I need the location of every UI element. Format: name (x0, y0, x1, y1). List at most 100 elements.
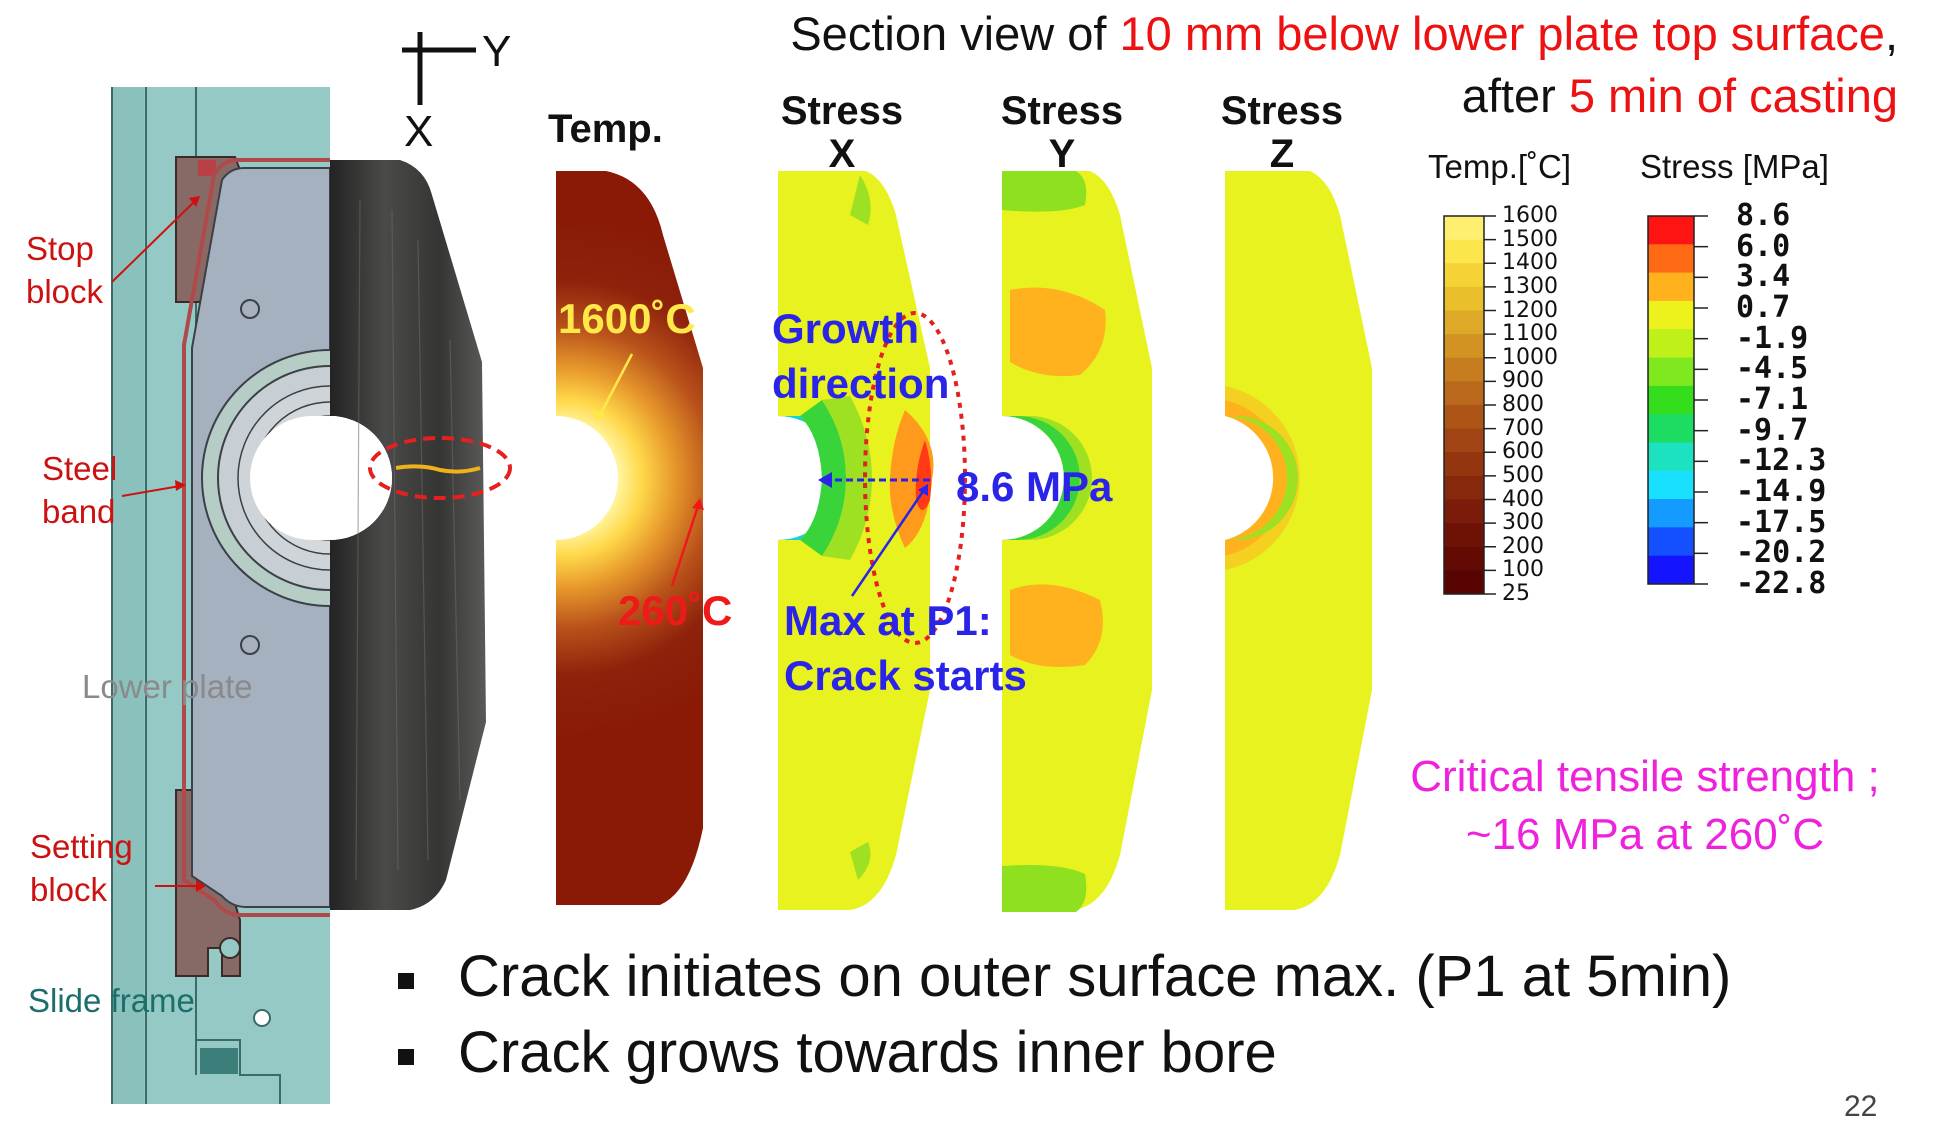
legend-swatch (1444, 286, 1484, 311)
temp-legend-label: 1000 (1502, 344, 1558, 370)
axis-x-label: X (404, 107, 434, 156)
legend-swatch (1444, 546, 1484, 571)
bullet-2: Crack grows towards inner bore (398, 1024, 1277, 1082)
legend-swatch (1444, 428, 1484, 453)
legend-swatch (1444, 357, 1484, 382)
legend-swatch (1648, 244, 1694, 274)
temp-legend-label: 1200 (1502, 297, 1558, 323)
temp-legend-label: 300 (1502, 510, 1544, 536)
legend-swatch (1444, 475, 1484, 500)
header-temp: Temp. (548, 107, 663, 151)
steel-band-label: Steel band (42, 450, 118, 530)
legend-swatch (1444, 523, 1484, 548)
legend-swatch (1648, 414, 1694, 443)
stress-legend-label: -17.5 (1736, 504, 1827, 540)
temp-legend-label: 1400 (1502, 250, 1558, 276)
title-text: Section view of (790, 7, 1120, 60)
stress-legend-label: -14.9 (1736, 474, 1827, 509)
stress-legend-label: -22.8 (1736, 566, 1827, 601)
stress-legend-label: 6.0 (1736, 228, 1791, 264)
temp-legend-label: 1300 (1502, 273, 1558, 299)
legend-swatch (1648, 470, 1694, 500)
stress-z-section (1225, 171, 1372, 910)
setting-block-label: Setting block (30, 828, 133, 908)
temp-legend-label: 500 (1502, 462, 1544, 488)
temp-legend-label: 100 (1502, 557, 1544, 583)
legend-swatch (1648, 385, 1694, 415)
temp-cold-label: 260˚C (618, 587, 733, 634)
growth-direction-label: Growth direction (772, 305, 950, 407)
page-number: 22 (1844, 1090, 1878, 1123)
title-highlight: 10 mm below lower plate top surface (1119, 7, 1885, 60)
critical-note-line-2: ~16 MPa at 260˚C (1465, 810, 1825, 860)
max-stress-value: 8.6 MPa (956, 463, 1113, 510)
header-stress-y: Stress Y (1000, 89, 1124, 177)
legend-swatch (1444, 310, 1484, 335)
legend-swatch (1444, 216, 1484, 241)
lower-plate-photo (330, 160, 486, 910)
temp-legend-label: 1600 (1502, 203, 1558, 228)
title-text-2: after (1461, 69, 1569, 122)
slide-frame-label: Slide frame (28, 982, 195, 1019)
stress-legend-title: Stress [MPa] (1640, 148, 1829, 185)
max-stress-label: Max at P1: Crack starts (784, 597, 1027, 699)
stress-legend-label: -7.1 (1736, 382, 1809, 417)
temp-legend-label: 1100 (1502, 321, 1558, 347)
legend-swatch (1648, 499, 1694, 528)
title-punct: , (1884, 7, 1898, 60)
legend-swatch (1444, 499, 1484, 524)
temp-legend-label: 25 (1502, 581, 1530, 606)
temp-legend-label: 1500 (1502, 226, 1558, 252)
legend-swatch (1648, 272, 1694, 302)
legend-swatch (1444, 405, 1484, 430)
stress-y-section (1002, 171, 1152, 910)
legend-swatch (1444, 239, 1484, 264)
legend-swatch (1444, 381, 1484, 406)
title-line-2: after 5 min of casting (1462, 72, 1898, 119)
temp-hot-label: 1600˚C (558, 295, 696, 342)
stress-legend-label: -4.5 (1736, 351, 1809, 387)
temp-legend-label: 200 (1502, 533, 1544, 559)
legend-swatch (1444, 570, 1484, 595)
stress-legend-label: 8.6 (1736, 198, 1791, 233)
temp-legend-title: Temp.[˚C] (1428, 148, 1572, 185)
stress-legend-label: -20.2 (1736, 535, 1827, 571)
stress-legend-label: -9.7 (1736, 412, 1809, 448)
stress-legend-bar (1647, 215, 1708, 585)
crack-zone-ellipse (863, 311, 967, 645)
lower-plate-label: Lower plate (82, 668, 253, 705)
stress-legend-label: 0.7 (1736, 290, 1791, 325)
critical-note-line-1: Critical tensile strength ; (1410, 752, 1880, 801)
legend-swatch (1648, 300, 1694, 330)
temp-legend-bar (1443, 215, 1496, 595)
legend-swatch (1648, 555, 1694, 585)
temp-legend-label: 400 (1502, 486, 1544, 512)
legend-swatch (1648, 329, 1694, 359)
bullet-1-text: Crack initiates on outer surface max. (P… (458, 944, 1732, 1009)
critical-note: Critical tensile strength ; ~16 MPa at 2… (1388, 748, 1902, 864)
stress-legend-label: 3.4 (1736, 259, 1791, 295)
bullet-2-text: Crack grows towards inner bore (458, 1020, 1277, 1085)
slide-frame-rail (112, 87, 144, 1104)
title-highlight-2: 5 min of casting (1568, 69, 1898, 122)
temp-legend-label: 700 (1502, 415, 1544, 441)
temp-section (556, 171, 703, 905)
crack-highlight-ellipse (368, 436, 512, 500)
title-line-1: Section view of 10 mm below lower plate … (790, 10, 1898, 57)
axis-y-label: Y (482, 27, 512, 76)
bullet-1-marker (398, 972, 414, 989)
header-stress-x: Stress X (780, 89, 904, 177)
legend-swatch (1648, 442, 1694, 472)
stop-block-label: Stop block (26, 230, 104, 310)
header-stress-z: Stress Z (1220, 89, 1344, 177)
crack-trace (395, 464, 481, 474)
bullet-2-marker (398, 1048, 414, 1065)
stress-legend-label: -12.3 (1736, 443, 1827, 479)
temp-legend-label: 800 (1502, 392, 1544, 417)
temp-legend-label: 900 (1502, 368, 1544, 394)
bullet-1: Crack initiates on outer surface max. (P… (398, 948, 1731, 1006)
legend-swatch (1444, 452, 1484, 477)
stress-legend-label: -1.9 (1736, 320, 1809, 356)
